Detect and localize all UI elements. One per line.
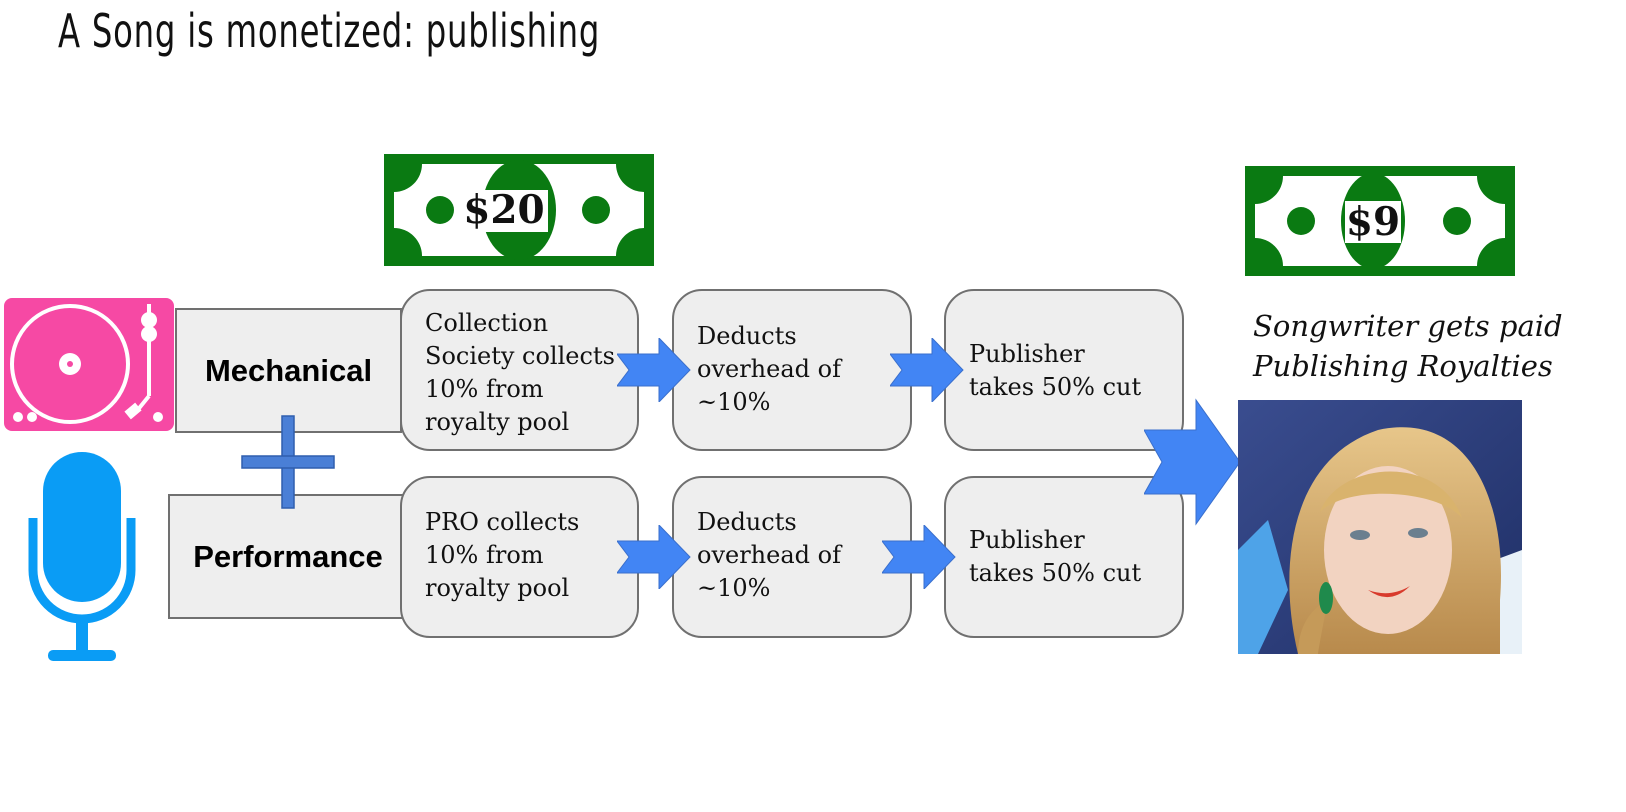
arrow-right-icon xyxy=(617,525,691,589)
arrow-right-icon xyxy=(890,338,964,402)
turntable-icon xyxy=(4,298,174,431)
bottom-deduct-text: Deducts overhead of ~10% xyxy=(697,508,841,602)
top-deduct-text: Deducts overhead of ~10% xyxy=(697,322,841,416)
bill-20-amount: $20 xyxy=(463,187,545,233)
songwriter-photo xyxy=(1238,400,1522,654)
arrow-right-icon xyxy=(617,338,691,402)
top-deduct-box xyxy=(672,289,912,451)
slide-title: A Song is monetized: publishing xyxy=(58,4,601,58)
dollar-bill-20-icon xyxy=(384,154,654,266)
bill-9-amount: $9 xyxy=(1345,199,1401,245)
performance-label: Performance xyxy=(168,494,408,619)
arrow-right-icon xyxy=(882,525,956,589)
plus-icon xyxy=(241,415,335,509)
bottom-deduct-box xyxy=(672,476,912,638)
microphone-icon xyxy=(28,452,136,661)
bottom-collect-text: PRO collects 10% from royalty pool xyxy=(425,508,580,602)
top-collect-box xyxy=(400,289,639,451)
bottom-publisher-text: Publisher takes 50% cut xyxy=(969,526,1142,587)
top-publisher-text: Publisher takes 50% cut xyxy=(969,340,1142,401)
top-collect-text: Collection Society collects 10% from roy… xyxy=(425,309,615,436)
big-arrow-right-icon xyxy=(1144,398,1241,526)
songwriter-caption: Songwriter gets paid Publishing Royaltie… xyxy=(1253,309,1563,383)
bottom-publisher-box xyxy=(944,476,1184,638)
dollar-bill-9-icon xyxy=(1245,166,1515,276)
top-publisher-box xyxy=(944,289,1184,451)
bottom-collect-box xyxy=(400,476,639,638)
